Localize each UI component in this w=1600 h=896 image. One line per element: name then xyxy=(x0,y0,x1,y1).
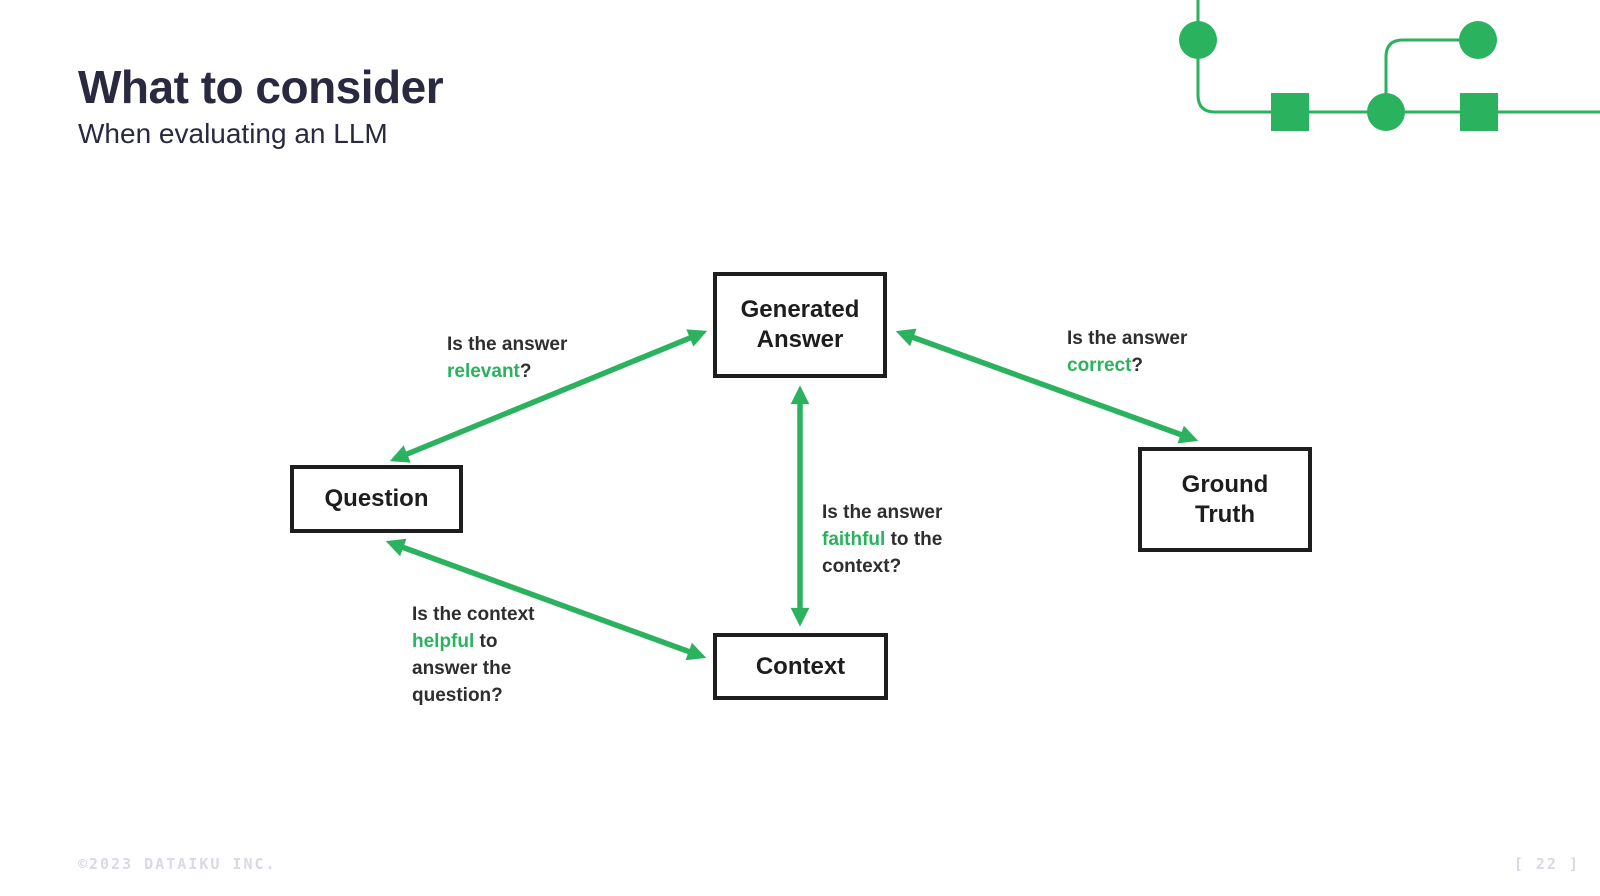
node-context: Context xyxy=(713,633,888,700)
decor-circle-icon xyxy=(1459,21,1497,59)
node-label: Ground Truth xyxy=(1181,470,1269,528)
decor-circle-icon xyxy=(1367,93,1405,131)
decor-circle-icon xyxy=(1179,21,1217,59)
header: What to consider When evaluating an LLM xyxy=(78,61,444,149)
edge-label-faithful: Is the answer faithful to the context? xyxy=(822,502,943,577)
node-ground-truth: Ground Truth xyxy=(1138,447,1312,552)
node-label: Context xyxy=(755,652,846,680)
decor-square-icon xyxy=(1271,93,1309,131)
decor-square-icon xyxy=(1460,93,1498,131)
node-generated-answer: Generated Answer xyxy=(713,272,887,378)
edge-label-correct: Is the answer correct? xyxy=(1067,328,1188,376)
page-title: What to consider xyxy=(78,61,444,113)
page-subtitle: When evaluating an LLM xyxy=(78,117,388,149)
page-number: [ 22 ] xyxy=(1513,855,1580,873)
decor-line-branch xyxy=(1384,38,1478,112)
edge-label-helpful: Is the context helpful to answer the que… xyxy=(412,604,535,706)
edge-label-relevant: Is the answer relevant? xyxy=(447,334,568,382)
node-label: Generated Answer xyxy=(740,296,860,353)
footer-copyright: ©2023 DATAIKU INC. xyxy=(78,855,277,873)
decor-line-main xyxy=(1196,0,1600,114)
node-question: Question xyxy=(290,465,463,533)
node-label: Question xyxy=(324,485,429,512)
